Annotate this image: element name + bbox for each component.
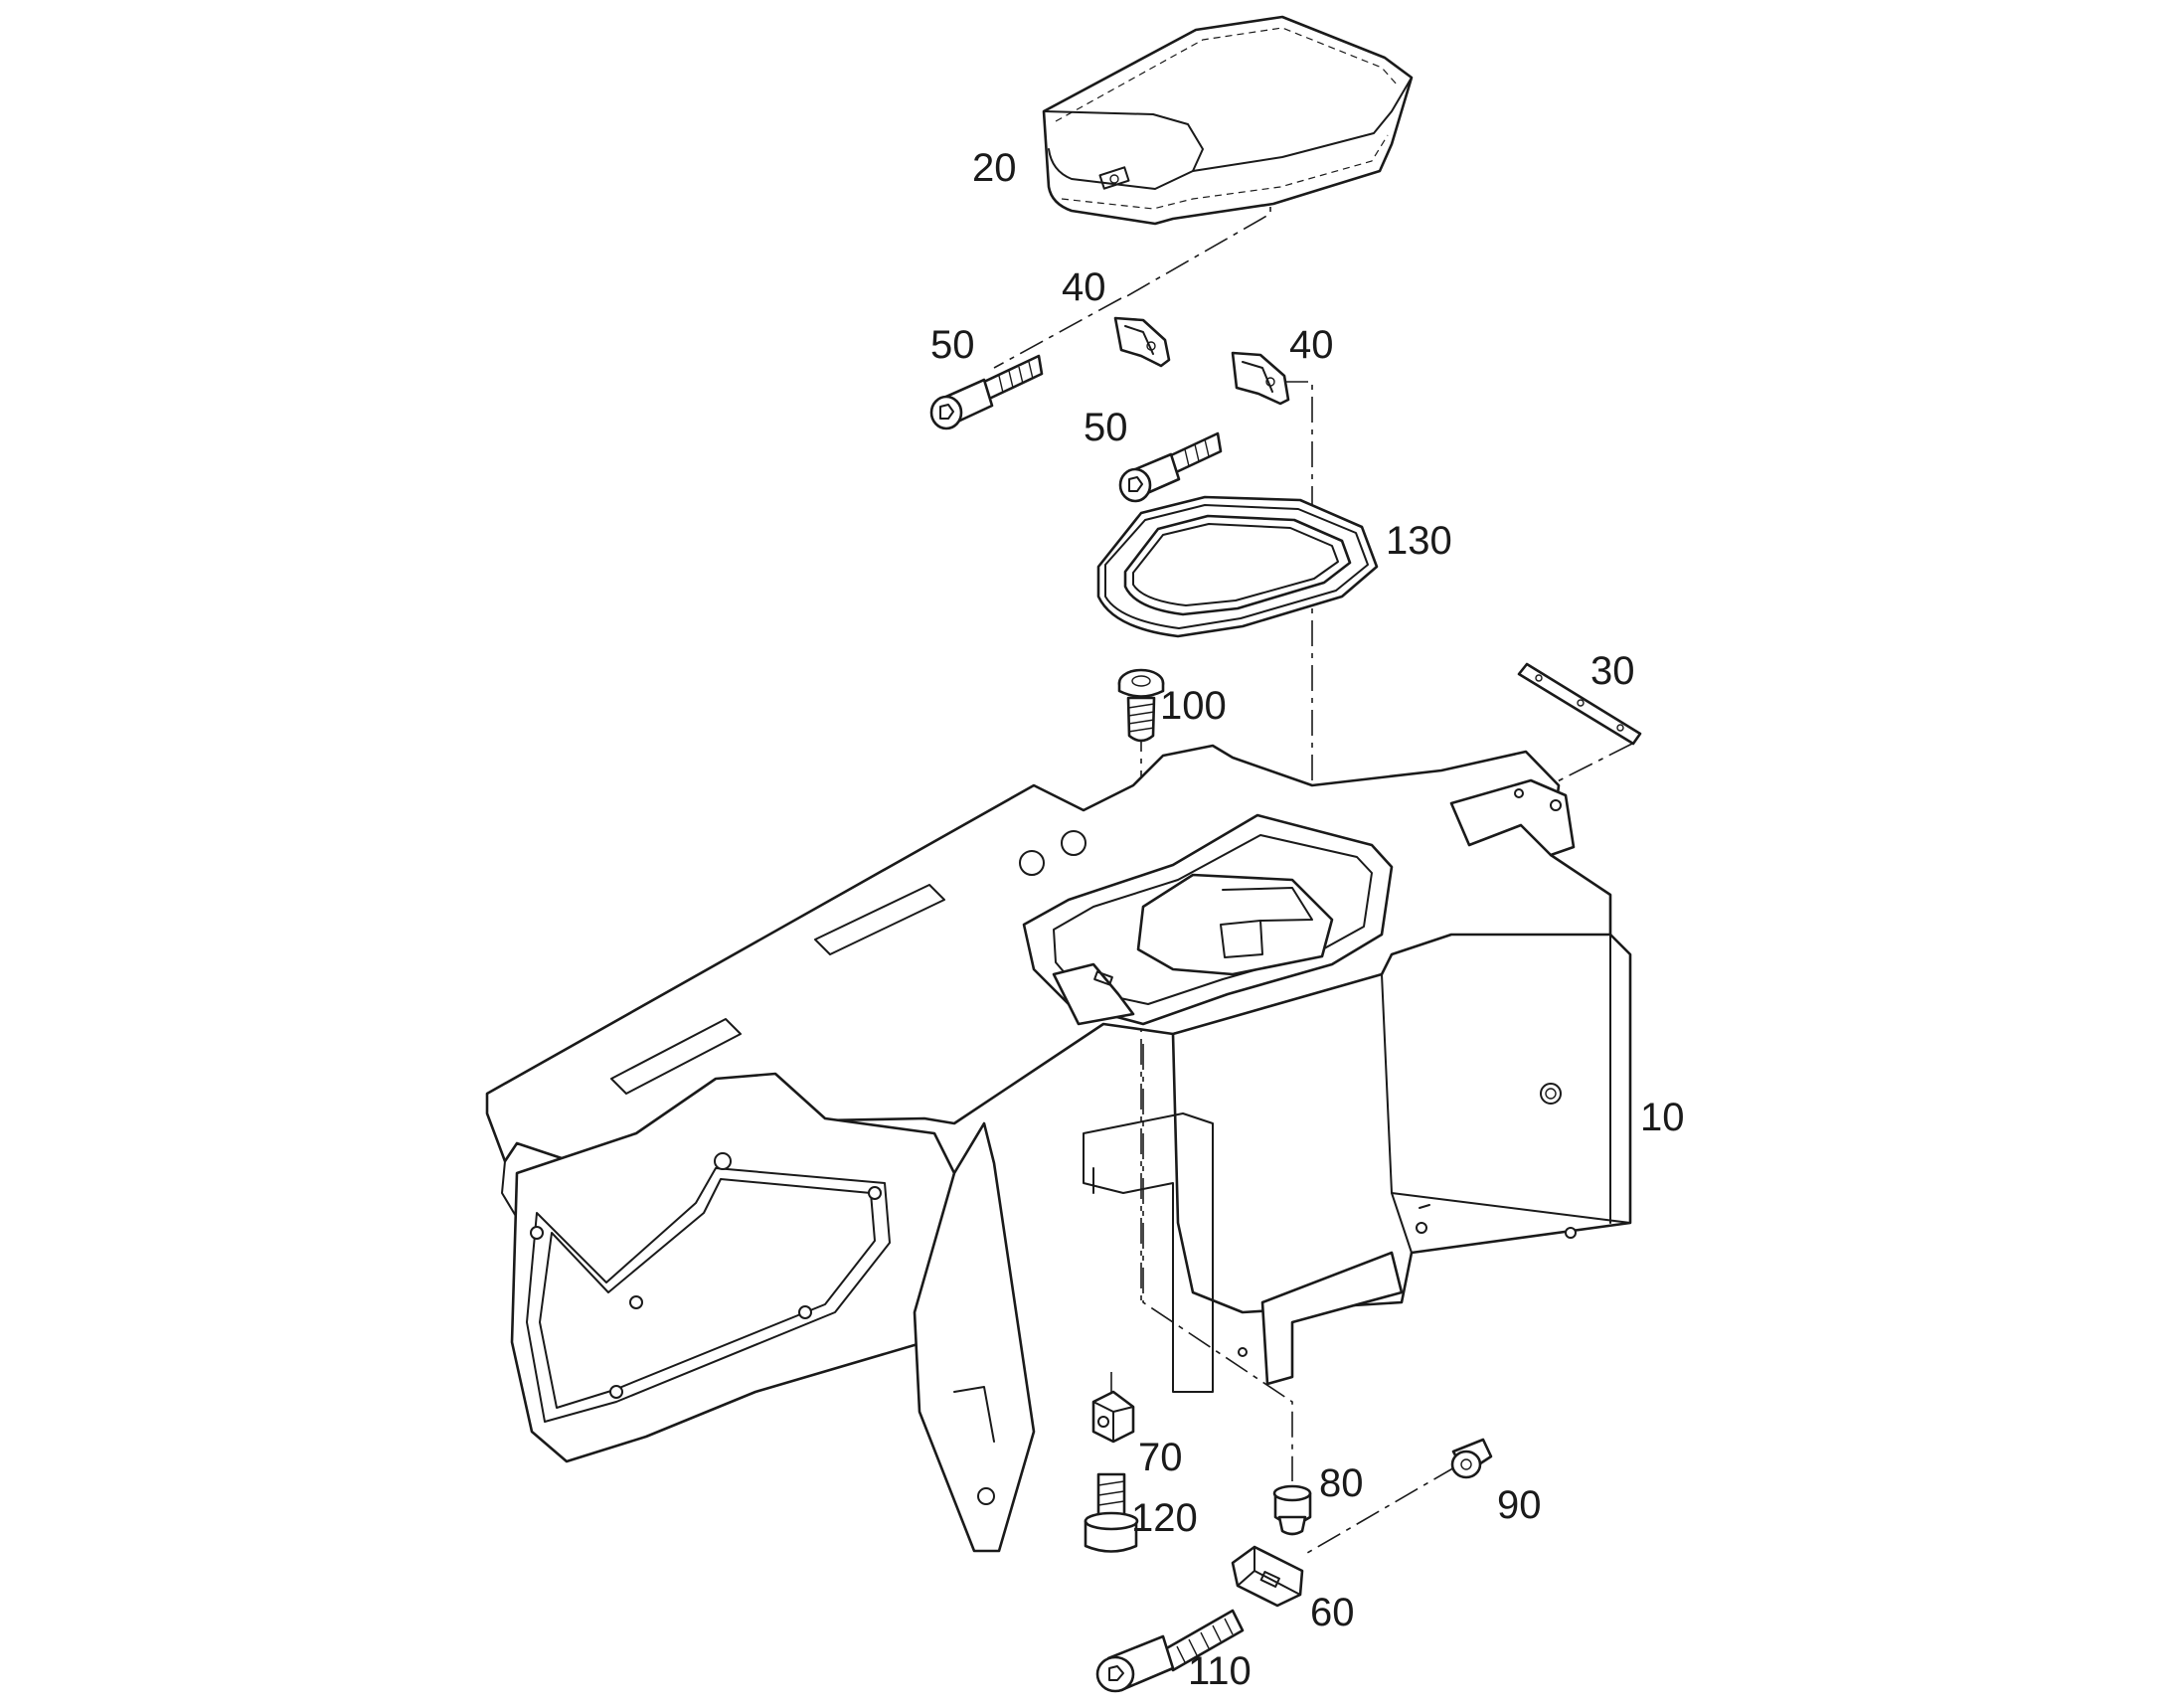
callout-30: 30 [1590,649,1635,693]
part-20-cover [1042,15,1414,226]
callout-60: 60 [1310,1591,1355,1634]
callout-20: 20 [972,146,1017,190]
callout-110: 110 [1188,1649,1252,1693]
callout-10: 10 [1640,1096,1685,1139]
part-50-screw-lower [1118,431,1223,503]
part-80-grommet [1272,1484,1312,1536]
callout-80: 80 [1319,1461,1364,1505]
part-10-console-housing [485,744,1632,1553]
callout-100: 100 [1160,684,1227,728]
callout-130: 130 [1386,519,1452,563]
callout-50: 50 [1084,406,1128,449]
callout-90: 90 [1497,1483,1542,1527]
part-60-bracket [1231,1545,1304,1608]
callout-40: 40 [1062,265,1106,309]
callout-labels: 20 40 40 50 50 130 30 100 10 70 120 80 9… [930,146,1685,1693]
callout-40: 40 [1289,323,1334,367]
part-30-strip [1517,662,1642,746]
part-40-clip-right [1231,351,1290,406]
callout-120: 120 [1131,1496,1198,1540]
part-120-screw [1084,1472,1139,1553]
part-50-screw-upper [929,354,1044,430]
part-110-screw [1095,1609,1245,1693]
callout-70: 70 [1138,1436,1183,1479]
part-40-clip-left [1113,316,1171,368]
part-100-screw [1117,668,1165,743]
part-90-nut [1450,1438,1493,1479]
callout-50: 50 [930,323,975,367]
part-70-clip-nut [1091,1390,1135,1444]
part-130-gasket [1096,495,1379,638]
